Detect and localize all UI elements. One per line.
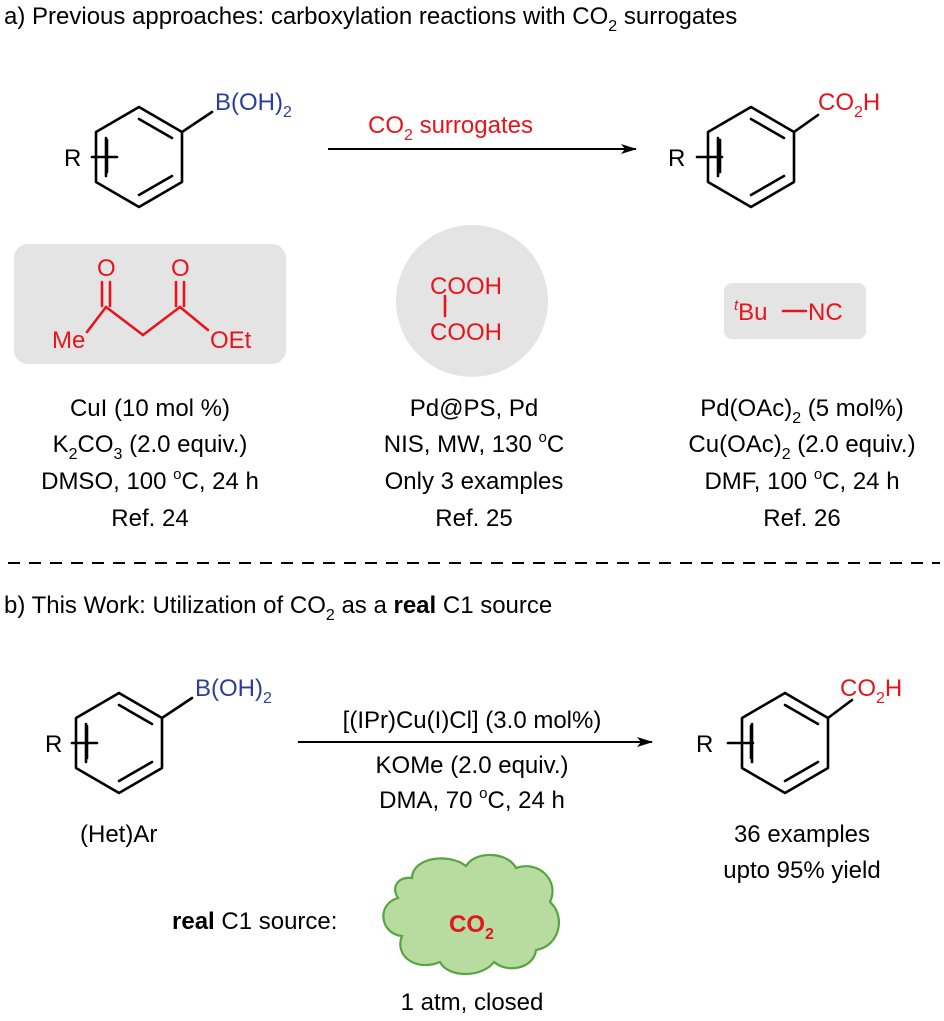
cooh-top-label: COOH xyxy=(430,273,502,300)
co2-cloud-label: CO2 xyxy=(449,911,494,943)
ethyl-acetoacetate-structure: O O Me OEt xyxy=(52,255,252,354)
r2-line1: Pd@PS, Pd xyxy=(410,395,538,422)
reagent-2-conditions: Pd@PS, Pd NIS, MW, 130 oC Only 3 example… xyxy=(384,395,564,532)
reagent-1-conditions: CuI (10 mol %) K2CO3 (2.0 equiv.) DMSO, … xyxy=(41,395,259,532)
section-b-title: b) This Work: Utilization of CO2 as a re… xyxy=(4,592,552,624)
tbu-isocyanide-structure: tBu NC xyxy=(734,297,843,326)
r2-line3: Only 3 examples xyxy=(385,468,564,495)
r1-line1: CuI (10 mol %) xyxy=(70,395,230,422)
r1-ref: Ref. 24 xyxy=(111,505,188,532)
co2-conditions-caption: 1 atm, closed xyxy=(401,989,544,1016)
reagent-1-box xyxy=(14,244,286,364)
reactant-b-boron: B(OH)2 xyxy=(195,675,272,707)
section-a-title: a) Previous approaches: carboxylation re… xyxy=(4,3,737,35)
co2-cloud-icon xyxy=(382,853,560,975)
tert-butyl-label: tBu xyxy=(734,297,768,326)
reactant-a-r-group: R xyxy=(64,145,81,172)
reaction-arrow-b: [(IPr)Cu(I)Cl] (3.0 mol%) KOMe (2.0 equi… xyxy=(298,707,653,814)
r3-ref: Ref. 26 xyxy=(763,505,840,532)
r3-line3: DMF, 100 oC, 24 h xyxy=(704,466,899,495)
examples-count: 36 examples xyxy=(734,821,870,848)
r1-line3: DMSO, 100 oC, 24 h xyxy=(41,466,259,495)
product-a-r-group: R xyxy=(668,145,685,172)
product-a-acid: CO2H xyxy=(818,89,880,121)
product-b-acid: CO2H xyxy=(840,675,902,707)
cooh-bottom-label: COOH xyxy=(430,319,502,346)
real-c1-source-label: real C1 source: xyxy=(172,908,337,935)
base-label: KOMe (2.0 equiv.) xyxy=(376,752,569,779)
ketone-oxygen: O xyxy=(97,255,116,282)
isocyanide-label: NC xyxy=(808,299,843,326)
reactant-b-r-group: R xyxy=(45,731,62,758)
ethoxy-label: OEt xyxy=(210,327,252,354)
r2-line2: NIS, MW, 130 oC xyxy=(384,429,564,458)
r2-ref: Ref. 25 xyxy=(435,505,512,532)
reactant-b-boronic-acid: R B(OH)2 (Het)Ar xyxy=(45,675,272,848)
ester-oxygen: O xyxy=(171,255,190,282)
catalyst-label: [(IPr)Cu(I)Cl] (3.0 mol%) xyxy=(343,707,602,734)
r3-line2: Cu(OAc)2 (2.0 equiv.) xyxy=(688,431,915,463)
oxalic-acid-structure: COOH COOH xyxy=(430,273,502,346)
reactant-a-boronic-acid: R B(OH)2 xyxy=(64,89,292,209)
product-a-benzoic-acid: R CO2H xyxy=(668,89,880,209)
solvent-temp-label: DMA, 70 oC, 24 h xyxy=(379,785,565,814)
yield-label: upto 95% yield xyxy=(723,857,880,884)
het-ar-label: (Het)Ar xyxy=(80,821,157,848)
reactant-a-boron: B(OH)2 xyxy=(215,89,292,121)
reaction-arrow-a: CO2 surrogates xyxy=(328,112,637,154)
co2-surrogates-label: CO2 surrogates xyxy=(368,112,533,144)
reagent-3-conditions: Pd(OAc)2 (5 mol%) Cu(OAc)2 (2.0 equiv.) … xyxy=(688,395,915,532)
r3-line1: Pd(OAc)2 (5 mol%) xyxy=(700,395,904,427)
product-b-r-group: R xyxy=(696,731,713,758)
reagent-2-circle xyxy=(396,225,548,377)
methyl-label: Me xyxy=(52,327,85,354)
product-b-benzoic-acid: R CO2H 36 examples upto 95% yield xyxy=(696,675,902,884)
r1-line2: K2CO3 (2.0 equiv.) xyxy=(53,431,248,463)
